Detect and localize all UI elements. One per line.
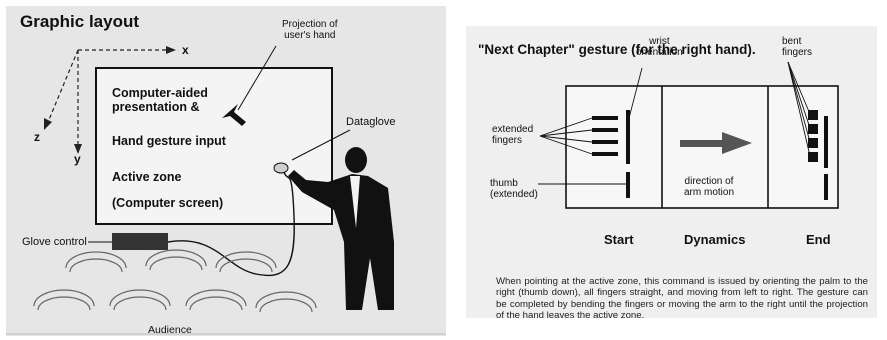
y-axis-arrowhead	[74, 144, 82, 154]
direction-of-motion-label: direction of arm motion	[684, 176, 735, 198]
glove-control-box	[112, 233, 168, 250]
phase-label-end: End	[806, 232, 831, 247]
extended-fingers-leaders	[539, 117, 593, 155]
x-axis-label: x	[182, 43, 189, 57]
graphic-layout-title: Graphic layout	[20, 12, 140, 31]
bent-fingers-leaders	[787, 61, 811, 157]
audience-label: Audience	[148, 324, 192, 336]
screen-text-line-5: (Computer screen)	[112, 196, 224, 210]
gesture-diagram	[538, 61, 839, 209]
graphic-layout-figure	[6, 45, 446, 335]
presenter-figure	[273, 147, 394, 310]
next-chapter-gesture-panel: "Next Chapter" gesture (for the right ha…	[466, 26, 877, 321]
projection-leader-line	[237, 45, 277, 111]
bent-fingers-label: bent fingers	[782, 36, 813, 58]
wrist-leader	[627, 67, 643, 123]
start-hand-glyph	[592, 110, 630, 198]
thumb-extended-label: thumb (extended)	[490, 178, 538, 200]
x-axis-arrowhead	[166, 46, 176, 54]
graphic-layout-panel: Graphic layout x y z Projection of user'…	[6, 6, 446, 336]
extended-fingers-label: extended fingers	[492, 124, 534, 146]
glove-cable	[167, 171, 295, 276]
motion-arrow-head	[722, 132, 752, 154]
screen-text-line-4: Active zone	[112, 170, 182, 184]
hand-projection-arrow	[222, 104, 246, 126]
dataglove-label: Dataglove	[346, 116, 396, 128]
phase-label-dynamics: Dynamics	[684, 232, 746, 247]
audience-seats	[33, 249, 317, 313]
gesture-title: "Next Chapter" gesture (for the right ha…	[478, 42, 756, 57]
screen-text-line-1: Computer-aided	[112, 86, 208, 100]
screen-text-line-3: Hand gesture input	[112, 134, 226, 148]
coordinate-axes	[44, 46, 176, 154]
motion-arrow-shaft	[680, 140, 726, 147]
end-hand-glyph	[808, 110, 828, 200]
y-axis-label: y	[74, 152, 81, 166]
glove-control-label: Glove control	[22, 236, 87, 248]
z-axis-arrowhead	[44, 118, 52, 130]
screen-text-line-2: presentation &	[112, 100, 200, 114]
z-axis-label: z	[34, 130, 40, 144]
gesture-description: When pointing at the active zone, this c…	[496, 276, 868, 322]
projection-label: Projection of user's hand	[282, 19, 338, 41]
phase-label-start: Start	[604, 232, 634, 247]
z-axis-line	[47, 49, 79, 123]
wrist-orientation-label: wrist orientation	[636, 36, 683, 58]
dataglove-leader-line	[291, 129, 351, 161]
